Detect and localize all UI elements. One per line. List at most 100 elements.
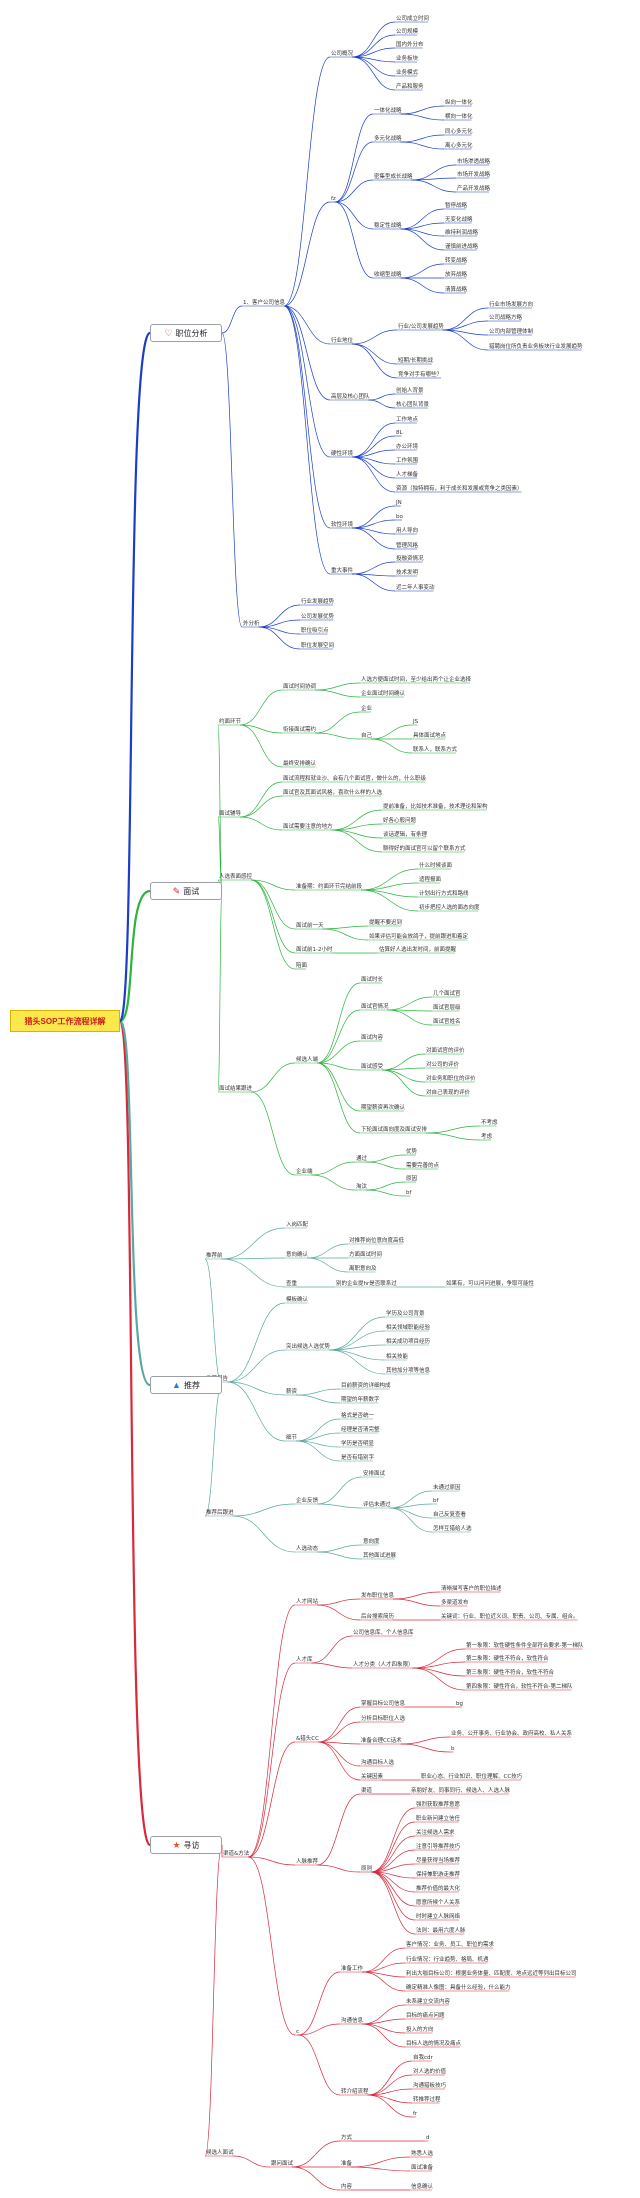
node-s8[interactable]: 人才库 [296, 1655, 313, 1663]
node-n37[interactable]: 高层及核心团队 [331, 392, 370, 400]
node-p27[interactable]: 企业反馈 [296, 1496, 319, 1504]
node-n43[interactable]: 办公环境 [396, 442, 419, 450]
node-n19[interactable]: 产品开发战略 [457, 184, 491, 192]
node-m10[interactable]: 联系人，联系方式 [413, 745, 458, 753]
node-n5[interactable]: 国内外分布 [396, 40, 424, 48]
node-s54[interactable]: 转推荐过程 [413, 2095, 441, 2103]
node-n28[interactable]: 清算战略 [445, 285, 468, 293]
node-p36[interactable]: 其他面试进展 [363, 1551, 397, 1559]
node-n6[interactable]: 业务板块 [396, 54, 419, 62]
node-n22[interactable]: 无变化战略 [445, 215, 473, 223]
node-m29[interactable]: 面试前1-2小时 [296, 945, 333, 953]
node-s48[interactable]: 投入的方向 [406, 2025, 434, 2033]
node-m3[interactable]: 人选方便面试时间，至少给出两个让企业选择 [361, 675, 472, 683]
node-p30[interactable]: 未通过原因 [433, 1483, 461, 1491]
branch-recommend[interactable]: ▲ 推荐 [150, 1376, 222, 1394]
branch-job-analysis[interactable]: ♡ 职位分析 [150, 324, 222, 342]
node-n21[interactable]: 暂停战略 [445, 201, 468, 209]
node-s34[interactable]: 保持兼职游走推荐 [416, 1870, 461, 1878]
node-n1[interactable]: 1、客户公司信息 [243, 298, 285, 306]
node-n8[interactable]: 产品和服务 [396, 82, 424, 90]
node-m46[interactable]: 下轮面试面向度及面试安排 [361, 1125, 428, 1133]
node-m18[interactable]: 谈话逻辑，有条理 [383, 830, 428, 838]
node-n23[interactable]: 维持利润战略 [445, 228, 479, 236]
node-s45[interactable]: 沟通信息 [341, 2016, 364, 2024]
node-n54[interactable]: 技术发明 [396, 568, 419, 576]
node-n10[interactable]: 一体化战略 [374, 106, 402, 114]
node-s63[interactable]: 内容 [341, 2182, 353, 2190]
node-p24[interactable]: 学历是否明显 [341, 1439, 375, 1447]
node-n35[interactable]: 短期/长期挑战 [398, 356, 433, 364]
node-n4[interactable]: 公司规模 [396, 27, 419, 35]
node-m53[interactable]: 淘汰 [356, 1182, 368, 1190]
node-m19[interactable]: 聊得好的面试官可以留个联系方式 [383, 844, 466, 852]
node-p3[interactable]: 意向确认 [286, 1250, 309, 1258]
node-s24[interactable]: 职业心态、行业知识、职位理解、CC技巧 [421, 1772, 523, 1780]
node-m41[interactable]: 对面试官的评价 [426, 1046, 465, 1054]
node-s53[interactable]: 沟通猎板技巧 [413, 2081, 447, 2089]
node-n55[interactable]: 近二年人事变动 [396, 583, 435, 591]
node-m43[interactable]: 对业务和职位的评价 [426, 1074, 476, 1082]
node-s3[interactable]: 发布职位信息 [361, 1591, 395, 1599]
node-m13[interactable]: 面试流程和就业沙、会有几个面试官，做什么的，什么职级 [283, 774, 427, 782]
node-s60[interactable]: 准备 [341, 2159, 353, 2167]
node-n49[interactable]: bo [396, 514, 403, 520]
node-m52[interactable]: 需要完善的点 [406, 1161, 440, 1169]
node-m37[interactable]: 面试官层级 [433, 1003, 461, 1011]
node-s40[interactable]: 准备工作 [341, 1964, 364, 1972]
node-m30[interactable]: 估算好人选出发时间，前面提醒 [379, 945, 457, 953]
node-s27[interactable]: 亲朋好友、同事同行、候选人、人选人脉 [411, 1786, 511, 1794]
node-s25[interactable]: 人脉推荐 [296, 1857, 319, 1865]
node-n16[interactable]: 密集型成长战略 [374, 172, 413, 180]
node-m2[interactable]: 面试时间协调 [283, 682, 317, 690]
root-node[interactable]: 猎头SOP工作流程详解 [10, 1010, 120, 1032]
node-s1[interactable]: 渠道&方法 [223, 1849, 250, 1857]
node-m15[interactable]: 面试需要注意的地方 [283, 822, 333, 830]
node-s5[interactable]: 多渠道发布 [441, 1598, 469, 1606]
node-m54[interactable]: 原因 [406, 1175, 418, 1182]
node-n26[interactable]: 转变战略 [445, 256, 468, 264]
node-s28[interactable]: 原则 [361, 1864, 372, 1872]
node-m40[interactable]: 面试感受 [361, 1062, 384, 1070]
node-n11[interactable]: 纵向一体化 [445, 98, 473, 106]
node-s50[interactable]: 转介绍流程 [341, 2087, 369, 2095]
node-n31[interactable]: 行业市场发展方向 [489, 300, 533, 308]
node-n25[interactable]: 收缩型战略 [374, 270, 402, 278]
node-s57[interactable]: 跟问面试 [271, 2159, 294, 2167]
node-n41[interactable]: 工作地点 [396, 415, 419, 423]
node-p7[interactable]: 查重 [286, 1279, 298, 1287]
node-p33[interactable]: 怎样互猎给人选 [433, 1524, 472, 1532]
node-n2[interactable]: 公司概况 [331, 49, 354, 57]
node-m12[interactable]: 面试辅导 [219, 809, 242, 817]
node-s11[interactable]: 第一象限：软性硬性条件全部符合要求-第一梯队 [466, 1641, 584, 1649]
node-m5[interactable]: 衔接面试需约 [283, 725, 317, 733]
node-n42[interactable]: 8L [396, 430, 403, 436]
node-s35[interactable]: 推荐价值的最大化 [416, 1884, 461, 1892]
node-n59[interactable]: 职位吸引点 [301, 626, 329, 634]
node-n13[interactable]: 多元化战略 [374, 134, 402, 142]
node-n34[interactable]: 猎聘岗位所负责业务板块行业发展趋势 [489, 342, 583, 350]
node-m20[interactable]: 人选表面感控 [219, 872, 253, 880]
node-s14[interactable]: 第四象限：硬性符合，软性不符合-第二梯队 [466, 1682, 573, 1690]
node-n12[interactable]: 横向一体化 [445, 112, 473, 120]
node-m8[interactable]: JS [412, 719, 419, 725]
node-s47[interactable]: 目标的痛点问题 [406, 2011, 445, 2019]
node-s62[interactable]: 面试准备 [411, 2163, 434, 2171]
node-p9[interactable]: 如果有，可以问问进展，争取可能性 [446, 1279, 535, 1287]
node-m1[interactable]: 约面环节 [219, 717, 242, 725]
node-p8[interactable]: 别的企业提hr是否联系过 [336, 1279, 397, 1287]
node-n39[interactable]: 核心团队背景 [396, 400, 430, 408]
node-m47[interactable]: 不考虑 [481, 1118, 498, 1126]
node-n56[interactable]: 外分析 [243, 619, 260, 627]
node-s32[interactable]: 注意引导推荐技巧 [416, 1842, 461, 1850]
node-m38[interactable]: 面试官姓名 [433, 1017, 461, 1025]
node-s13[interactable]: 第三象限：硬性不符合，软性不符合 [466, 1668, 555, 1676]
node-n27[interactable]: 放弃战略 [445, 270, 468, 278]
node-m25[interactable]: 初步把控人选的面态向度 [419, 903, 480, 911]
node-n24[interactable]: 谨慎前进战略 [445, 242, 479, 250]
node-m50[interactable]: 通过 [356, 1154, 368, 1162]
node-n48[interactable]: JN [395, 500, 402, 506]
node-s58[interactable]: 方式 [341, 2133, 353, 2141]
node-m55[interactable]: bf [406, 1190, 412, 1196]
node-s4[interactable]: 清晰描写客户的职位描述 [441, 1584, 502, 1592]
